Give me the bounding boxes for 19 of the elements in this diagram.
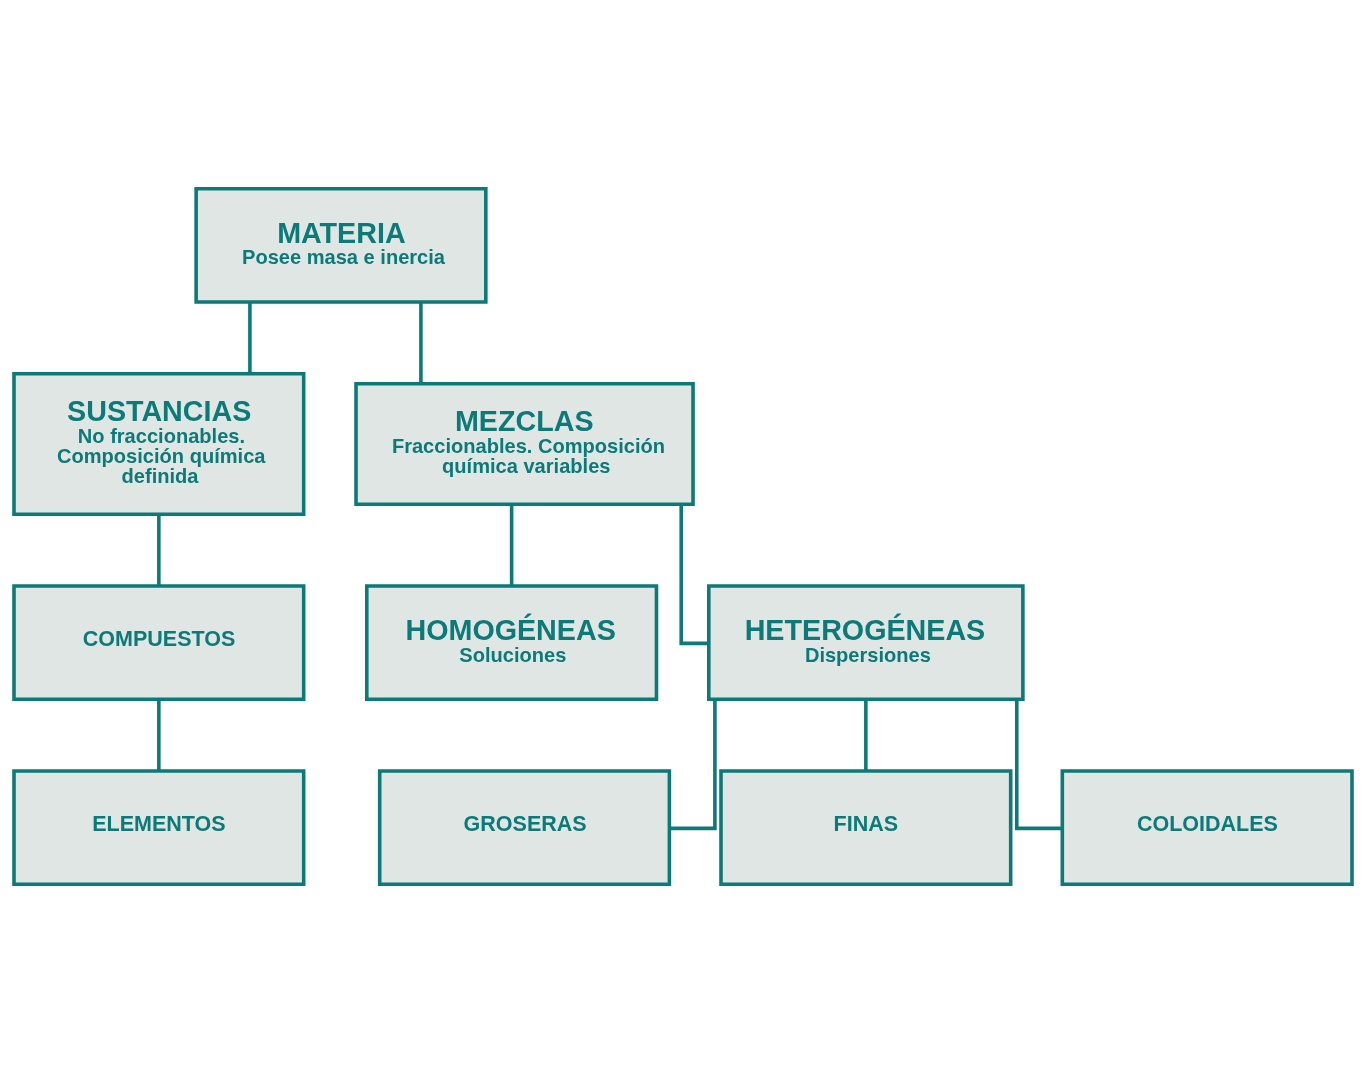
node-box: HETEROGÉNEAS Dispersiones — [707, 583, 1025, 701]
connector — [864, 699, 868, 770]
connector — [248, 301, 252, 374]
node-box: ELEMENTOS — [12, 768, 306, 886]
node-box: MEZCLAS Fraccionables. Composición química variables — [354, 381, 695, 506]
connector — [157, 514, 161, 586]
connector — [419, 301, 423, 384]
connector — [1015, 698, 1062, 830]
connector — [157, 699, 161, 770]
connector — [669, 698, 717, 830]
node-box: GROSERAS — [377, 768, 672, 886]
node-box: MATERIA Posee masa e inercia — [194, 186, 488, 304]
node-box: COLOIDALES — [1060, 768, 1354, 886]
node-box: COMPUESTOS — [12, 583, 306, 701]
connector — [509, 504, 514, 586]
node-box: HOMOGÉNEAS Soluciones — [365, 583, 659, 701]
connector — [679, 503, 709, 645]
node-box: SUSTANCIAS No fraccionables. Composición química definida — [12, 371, 306, 516]
node-box: FINAS — [719, 768, 1013, 886]
